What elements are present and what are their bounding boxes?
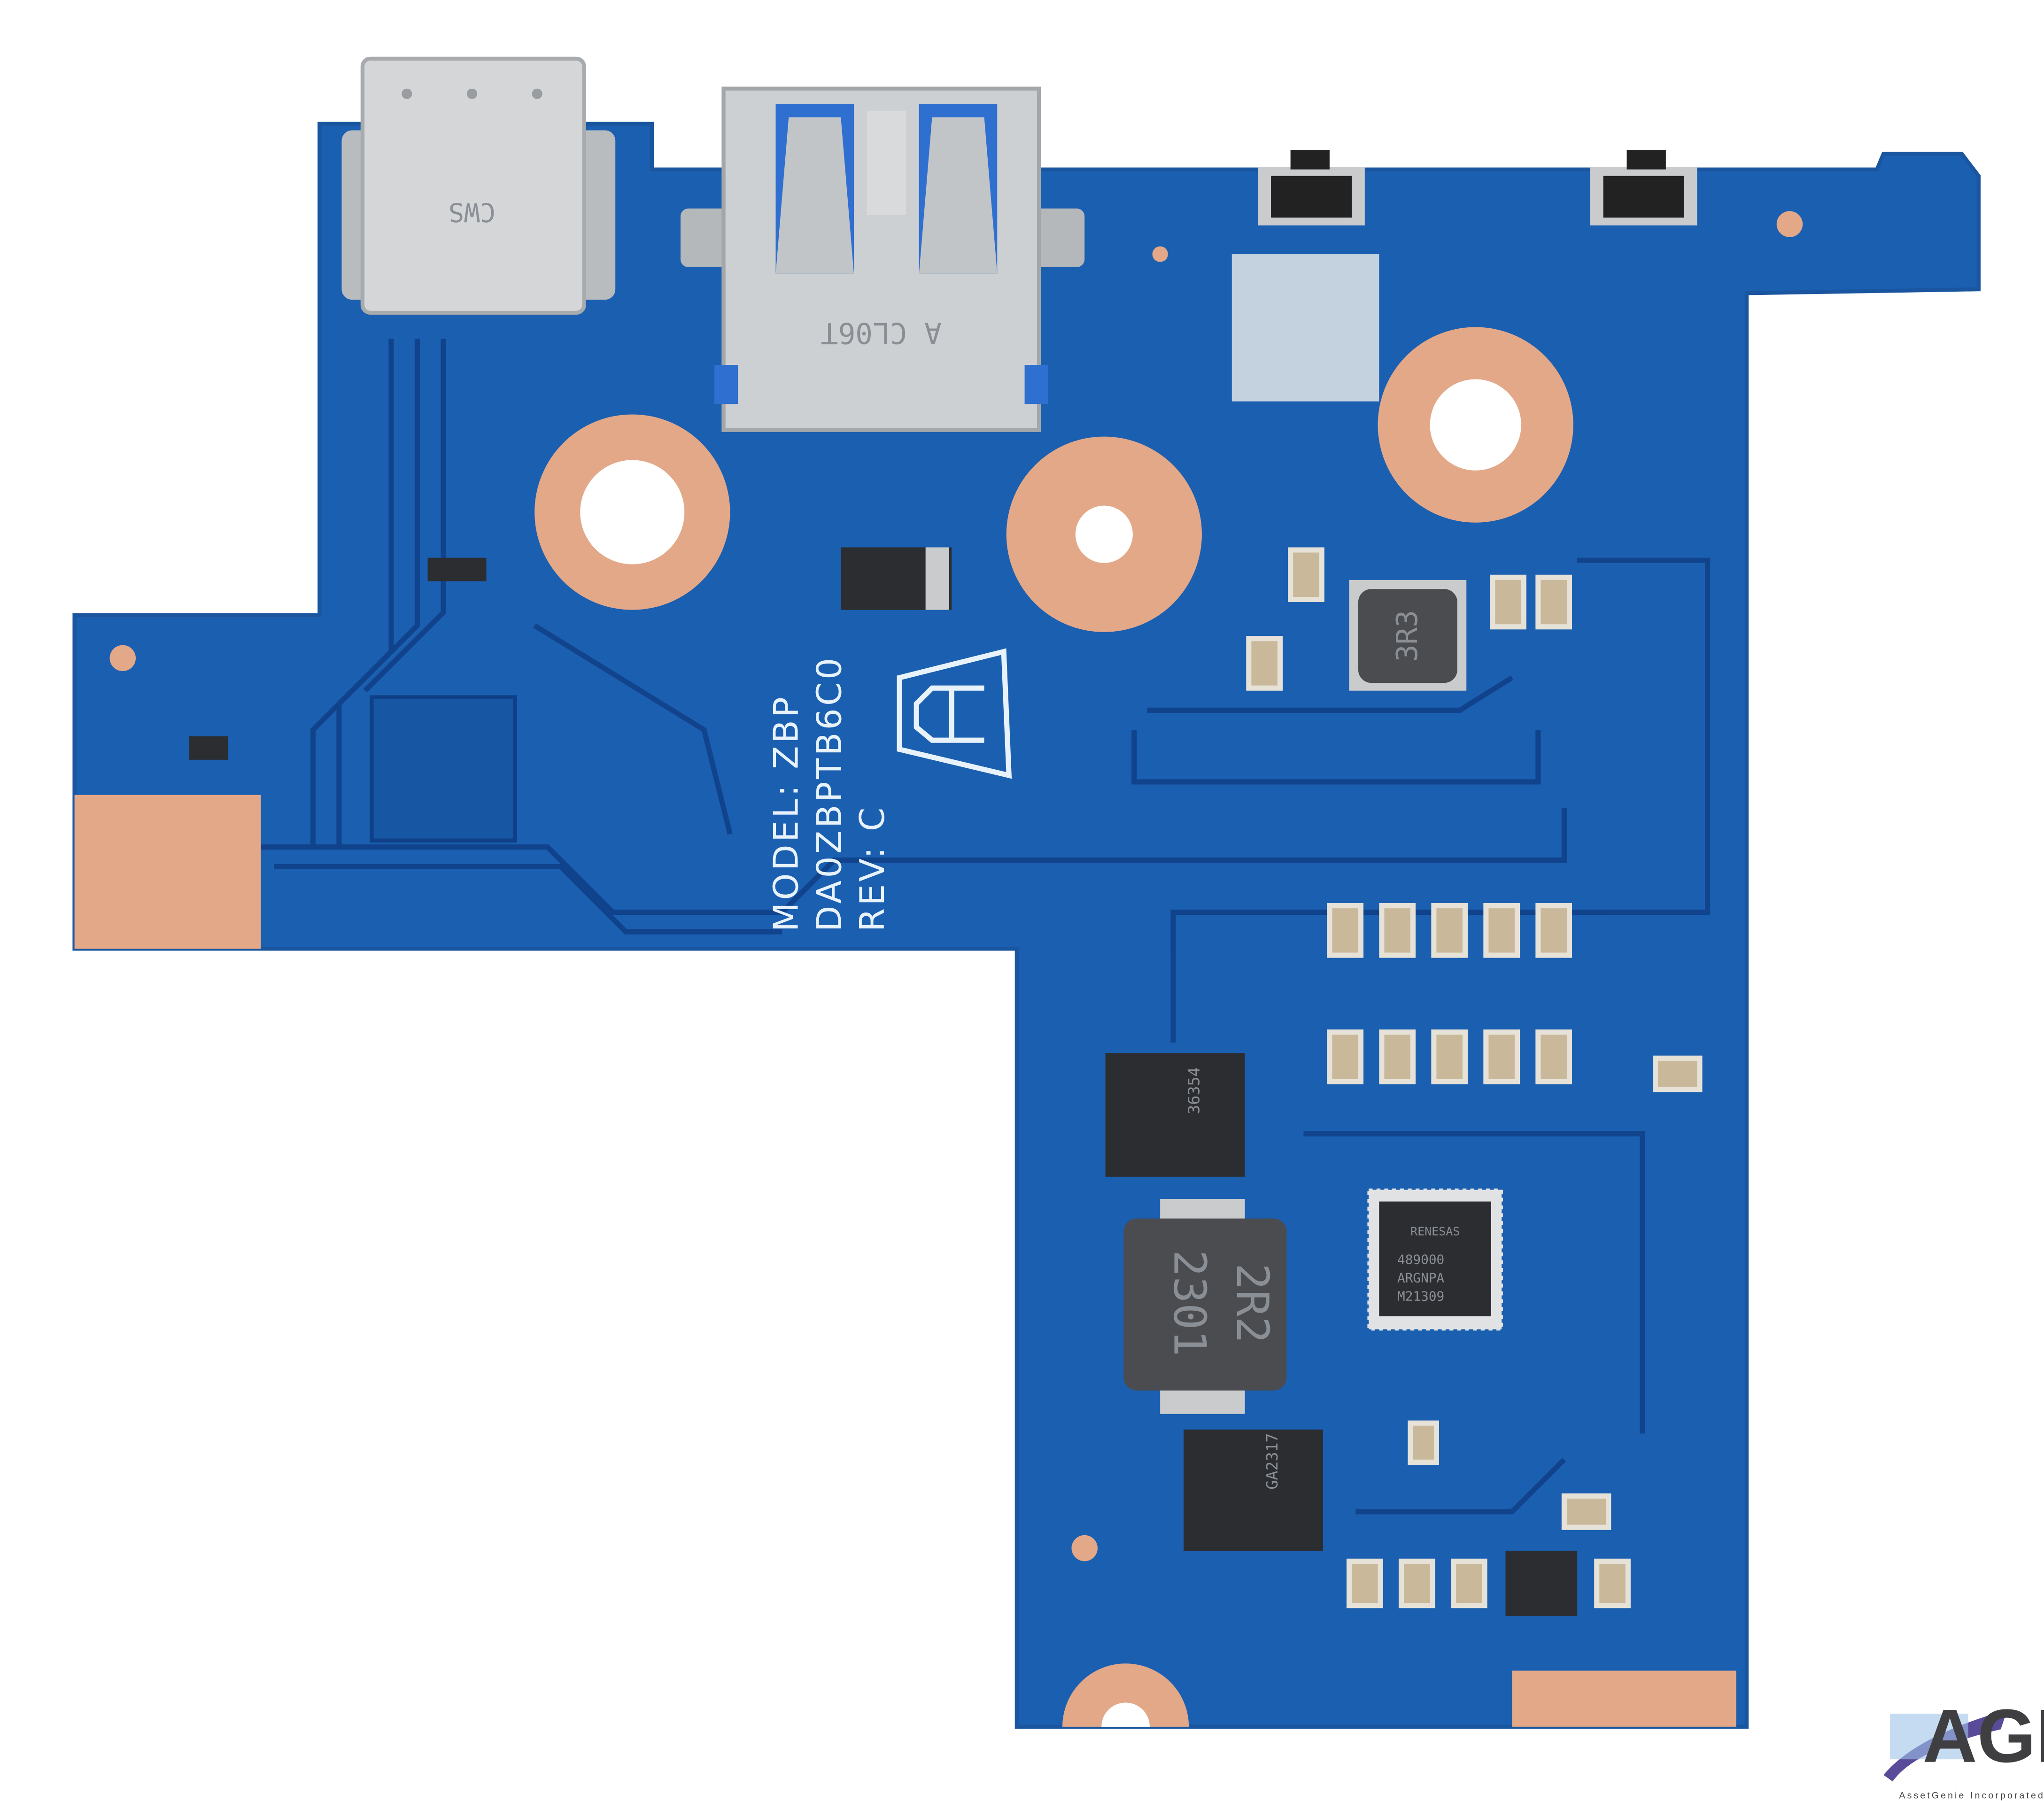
mounting-hole (534, 414, 730, 610)
inductor-marking: 2R2 (1226, 1263, 1278, 1343)
copper-pad-left (74, 795, 261, 949)
inductor-2r2: 2R2 2301 (1123, 1198, 1287, 1414)
ground-plane (370, 695, 517, 843)
via-pad (109, 645, 136, 672)
trace-pattern (261, 339, 1711, 1515)
inductor-date-code: 2301 (1164, 1250, 1216, 1356)
part-number-label: DA0ZBPTB6C0 (810, 655, 849, 932)
small-chip (427, 557, 487, 581)
mosfet-marking: GA2317 (1263, 1433, 1281, 1490)
small-chip (1505, 1551, 1578, 1616)
usb-c-marking: CWS (449, 197, 496, 227)
via-pad (1071, 1535, 1098, 1561)
chip-marking: M21309 (1397, 1288, 1444, 1304)
tactile-switch (1258, 150, 1365, 226)
via-pad (1152, 246, 1168, 262)
mosfet-chip: 36354 (1105, 1053, 1245, 1177)
mosfet-chip: GA2317 (1184, 1430, 1324, 1551)
label-sticker (1231, 254, 1379, 402)
logo-company: AssetGenie Incorporated (1899, 1790, 2044, 1801)
revision-label: REV: C (853, 805, 892, 932)
copper-pad-bottom-right (1512, 1670, 1736, 1727)
usb-c-port: CWS (341, 56, 616, 315)
controller-chip: RENESAS 489000 ARGNPA M21309 (1367, 1188, 1503, 1331)
capacitor-array (1246, 547, 1703, 1608)
via-pad (1776, 211, 1803, 238)
mounting-hole (1378, 327, 1573, 523)
recycle-bin-symbol (897, 648, 1012, 779)
mounting-hole (1006, 436, 1202, 632)
chip-marking: 489000 (1397, 1252, 1444, 1268)
notch-cutout (1101, 1702, 1150, 1727)
chip-marking: ARGNPA (1397, 1270, 1444, 1286)
silkscreen-model-text: MODEL: ZBP DA0ZBPTB6C0 REV: C (767, 655, 892, 932)
inductor-marking: 3R3 (1391, 610, 1424, 662)
model-label: MODEL: ZBP (767, 695, 806, 932)
diode (841, 547, 952, 610)
agi-logo: AGI AssetGenie Incorporated (1883, 1694, 2044, 1801)
tactile-switch (1590, 150, 1697, 226)
small-chip (189, 736, 229, 760)
copper-notch-bottom (1062, 1663, 1189, 1727)
inductor-3r3: 3R3 (1349, 580, 1467, 691)
usb-a-port: A CL06T (680, 86, 1085, 432)
logo-text: AGI (1923, 1694, 2044, 1778)
mosfet-marking: 36354 (1185, 1067, 1203, 1114)
usb-a-marking: A CL06T (821, 316, 942, 349)
chip-brand: RENESAS (1410, 1225, 1460, 1238)
